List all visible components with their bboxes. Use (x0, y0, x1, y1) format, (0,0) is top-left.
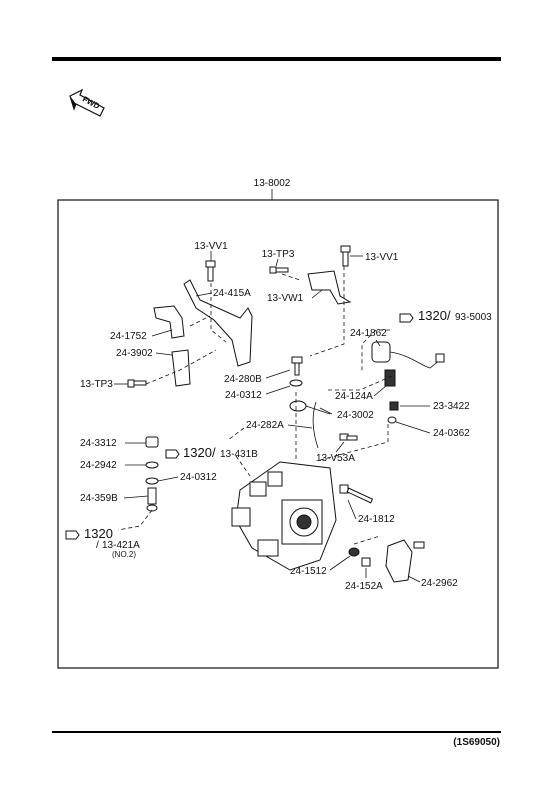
header-rule (52, 57, 501, 61)
bolt-13-v53a (339, 433, 358, 441)
label-13-vw1: 13-VW1 (267, 293, 304, 304)
label-24-1752: 24-1752 (110, 331, 147, 342)
sensor-24-1862 (371, 341, 445, 369)
footer-rule (52, 731, 501, 733)
screw-13-tp3-top (269, 266, 289, 274)
ref3-note: (NO.2) (112, 550, 136, 559)
label-24-3312: 24-3312 (80, 438, 117, 449)
reference-hand-icon (165, 449, 180, 459)
ref2-code: 13-431B (220, 449, 258, 460)
assembly-frame (57, 199, 499, 669)
ref1-sep: / (447, 308, 451, 323)
fitting-24-124a (384, 369, 396, 387)
label-24-152a: 24-152A (345, 581, 383, 592)
label-24-0312-upper: 24-0312 (225, 390, 262, 401)
washer-24-1512 (348, 547, 360, 557)
reference-1320-93-5003[interactable]: 1320 / 93-5003 (399, 308, 492, 323)
label-13-vv1-left: 13-VV1 (194, 241, 228, 252)
label-24-0312-lower: 24-0312 (180, 472, 217, 483)
washer-24-0312-upper (289, 379, 303, 387)
label-24-2962: 24-2962 (421, 578, 458, 589)
screw-13-tp3-left (127, 379, 147, 388)
label-24-282a: 24-282A (246, 420, 284, 431)
label-23-3422: 23-3422 (433, 401, 470, 412)
assembly-number: 13-8002 (254, 178, 291, 189)
reference-1320-13-421a[interactable]: 1320 / 13-421A (NO.2) (65, 526, 140, 559)
label-24-3902: 24-3902 (116, 348, 153, 359)
bracket-24-1752 (153, 305, 185, 339)
figure-code: (1S69050) (453, 737, 500, 748)
ref2-sep: / (212, 445, 216, 460)
label-13-tp3-left: 13-TP3 (80, 379, 113, 390)
bolt-24-1812 (339, 484, 374, 504)
washer-24-2942 (145, 461, 159, 469)
label-24-1812: 24-1812 (358, 514, 395, 525)
label-24-1862: 24-1862 (350, 328, 387, 339)
pipe-24-282a (312, 401, 319, 449)
label-13-tp3-top: 13-TP3 (262, 249, 295, 260)
ref1-page: 1320 (418, 308, 447, 323)
label-24-280b: 24-280B (224, 374, 262, 385)
washer-24-0362 (387, 416, 397, 424)
bracket-24-2962 (385, 539, 425, 583)
fitting-24-359b (146, 487, 158, 512)
label-24-0362: 24-0362 (433, 428, 470, 439)
ref3-page: 1320 (84, 526, 113, 541)
reference-hand-icon (65, 530, 80, 540)
bolt-13-vv1-right (340, 245, 351, 267)
label-24-1512: 24-1512 (290, 566, 327, 577)
label-24-3002: 24-3002 (337, 410, 374, 421)
bolt-24-280b (291, 356, 303, 376)
bracket-24-3902 (171, 349, 191, 387)
banjo-24-3002 (289, 400, 331, 415)
washer-24-0312-lower (145, 477, 159, 485)
ref3-code: 13-421A (102, 540, 140, 551)
label-24-415a: 24-415A (213, 288, 251, 299)
label-24-2942-left: 24-2942 (80, 460, 117, 471)
nut-23-3422 (389, 401, 399, 411)
ref1-code: 93-5003 (455, 312, 492, 323)
cap-24-3312 (145, 436, 159, 448)
ref3-sep: / (96, 540, 99, 551)
label-13-vv1-right: 13-VV1 (365, 252, 399, 263)
ref2-page: 1320 (183, 445, 212, 460)
injection-pump-body (231, 461, 337, 571)
label-24-359b: 24-359B (80, 493, 118, 504)
bolt-13-vv1-left (205, 260, 216, 282)
fwd-arrow-icon: FWD (69, 88, 105, 117)
reference-1320-13-431b[interactable]: 1320 / 13-431B (165, 445, 258, 460)
reference-hand-icon (399, 313, 414, 323)
label-13-v53a: 13-V53A (316, 453, 355, 464)
nut-24-152a (361, 557, 371, 567)
label-24-124a: 24-124A (335, 391, 373, 402)
